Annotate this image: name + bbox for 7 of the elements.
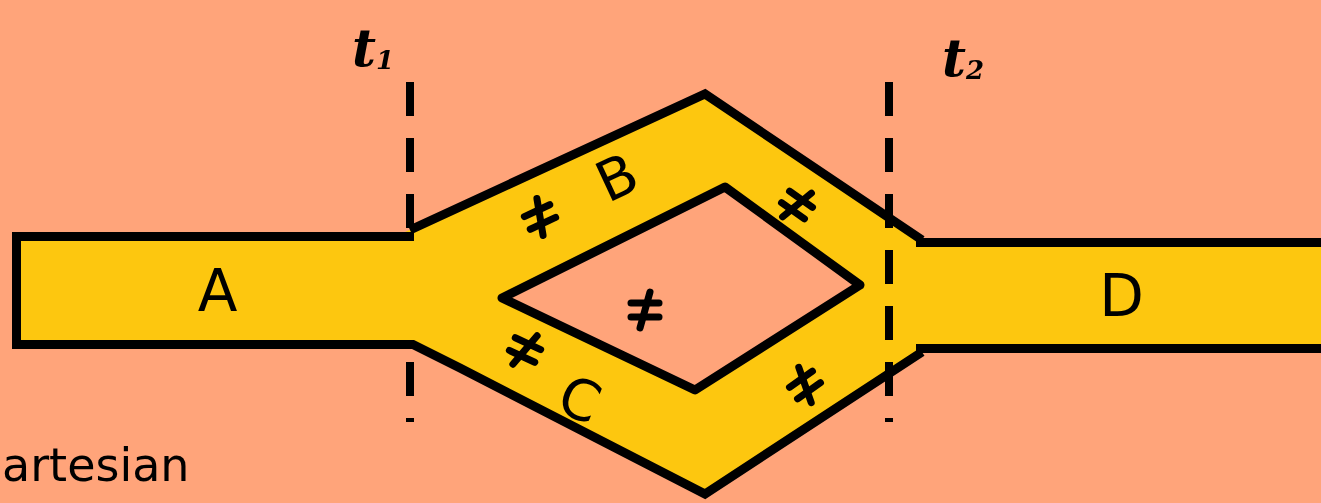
branch-label: B	[587, 144, 647, 212]
segment-label: D	[1099, 261, 1144, 330]
branch-label: C	[550, 366, 609, 434]
caption-text: artesian	[2, 442, 190, 488]
track-segment	[916, 238, 1321, 353]
track-segment	[12, 232, 414, 349]
segment-label: A	[197, 256, 238, 325]
